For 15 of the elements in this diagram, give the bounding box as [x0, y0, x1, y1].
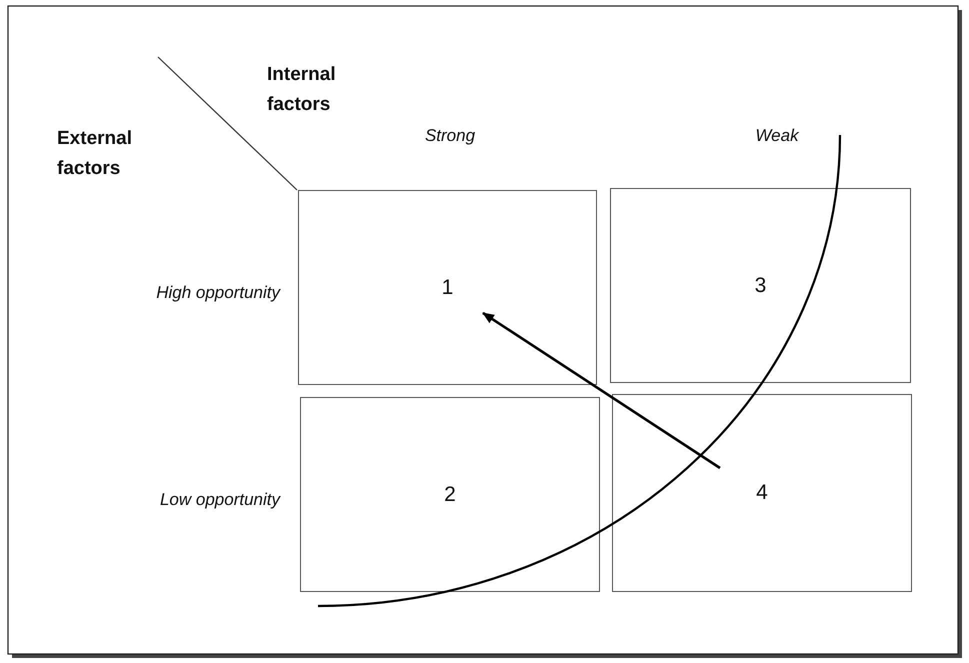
axis-heading: External factors: [57, 127, 133, 182]
quadrant-number: 3: [754, 274, 766, 298]
quadrant-number: 4: [756, 481, 768, 505]
quadrant-box: [612, 394, 912, 592]
row-heading: Low opportunity: [158, 489, 280, 511]
column-heading: Strong: [424, 125, 476, 147]
quadrant-box: [610, 188, 911, 383]
quadrant-box: [298, 190, 597, 385]
column-heading: Weak: [754, 125, 800, 147]
quadrant-number: 2: [444, 482, 456, 506]
row-heading: High opportunity: [155, 282, 280, 304]
quadrant-number: 1: [442, 276, 454, 300]
arrow: [482, 312, 721, 470]
quadrant-box: [300, 397, 600, 592]
axis-heading: Internal factors: [267, 63, 337, 118]
